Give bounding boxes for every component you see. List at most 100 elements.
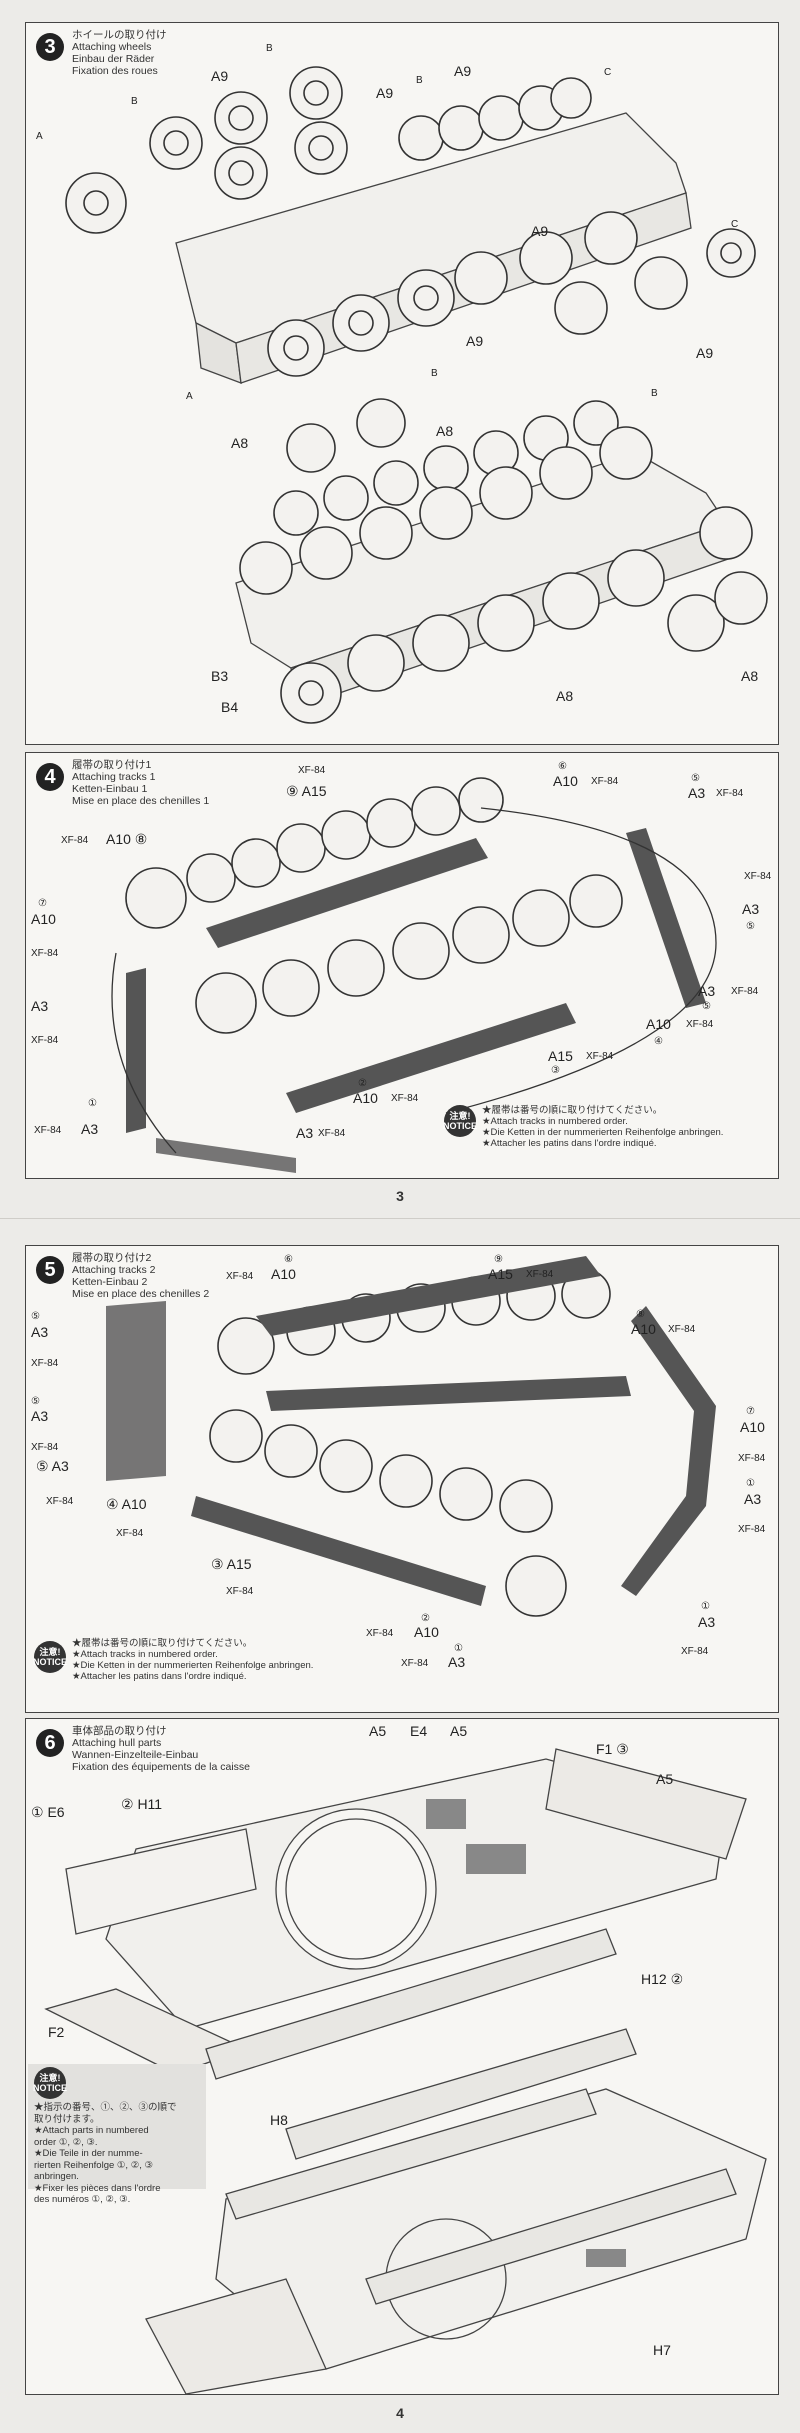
notice-text: ★履帯は番号の順に取り付けてください。 ★Attach tracks in nu… bbox=[72, 1638, 314, 1682]
label-a3: A3 bbox=[31, 1324, 49, 1340]
label-step-num: ⑥ bbox=[284, 1254, 293, 1265]
label-xf84: XF-84 bbox=[716, 788, 744, 799]
label-b: B bbox=[131, 96, 138, 107]
notice-badge: 注意! NOTICE bbox=[33, 1641, 67, 1673]
label-a3: A3 bbox=[742, 901, 760, 917]
label-step-num: ⑥ bbox=[558, 761, 567, 772]
step-title: 履帯の取り付け1 Attaching tracks 1 Ketten-Einba… bbox=[72, 759, 210, 807]
step-title: 車体部品の取り付け Attaching hull parts Wannen-Ei… bbox=[72, 1725, 251, 1773]
step-number: 5 bbox=[36, 1256, 64, 1284]
wheels-assembly-illustration bbox=[65, 66, 768, 724]
label-xf84: XF-84 bbox=[591, 776, 619, 787]
notice-badge: 注意! NOTICE bbox=[443, 1105, 477, 1137]
label-step-num: ② bbox=[421, 1613, 430, 1624]
label-xf84: XF-84 bbox=[31, 1035, 59, 1046]
label-xf84: XF-84 bbox=[46, 1496, 74, 1507]
label-step-num: ⑤ bbox=[746, 921, 755, 932]
label-a9: A9 bbox=[531, 223, 549, 239]
page-divider bbox=[0, 1218, 800, 1219]
label-a3: A3 bbox=[31, 998, 49, 1014]
label-a9: A9 bbox=[454, 63, 472, 79]
label-xf84: XF-84 bbox=[31, 1358, 59, 1369]
step-number: 3 bbox=[36, 33, 64, 61]
label-a3: A3 bbox=[698, 1614, 716, 1630]
label-xf84: XF-84 bbox=[744, 871, 772, 882]
label-step-num: ⑨ bbox=[494, 1254, 503, 1265]
label-f1: F1 ③ bbox=[596, 1741, 629, 1757]
label-a3: A3 bbox=[698, 983, 716, 999]
step-title: ホイールの取り付け Attaching wheels Einbau der Rä… bbox=[72, 29, 167, 77]
label-xf84: XF-84 bbox=[686, 1019, 714, 1030]
step-3-panel: 3 ホイールの取り付け Attaching wheels Einbau der … bbox=[25, 22, 779, 745]
label-b: B bbox=[266, 43, 273, 54]
step-title: 履帯の取り付け2 Attaching tracks 2 Ketten-Einba… bbox=[72, 1252, 210, 1300]
step-number: 6 bbox=[36, 1729, 64, 1757]
label-xf84: XF-84 bbox=[61, 835, 89, 846]
step-number: 4 bbox=[36, 763, 64, 791]
label-step-num: ⑤ bbox=[31, 1311, 40, 1322]
label-b3: B3 bbox=[211, 668, 229, 684]
label-f2: F2 bbox=[48, 2024, 65, 2040]
label-a9: A9 bbox=[696, 345, 714, 361]
tracks-2-illustration bbox=[106, 1256, 716, 1617]
label-a9: A9 bbox=[466, 333, 484, 349]
label-a15: ③ A15 bbox=[211, 1556, 252, 1572]
label-step-num: ① bbox=[454, 1643, 463, 1654]
label-step-num: ① bbox=[746, 1478, 755, 1489]
page-number: 4 bbox=[396, 2405, 404, 2421]
label-e4: E4 bbox=[410, 1723, 428, 1739]
label-xf84: XF-84 bbox=[366, 1628, 394, 1639]
label-xf84: XF-84 bbox=[681, 1646, 709, 1657]
label-xf84: XF-84 bbox=[526, 1269, 554, 1280]
label-c: C bbox=[604, 67, 612, 78]
label-b: B bbox=[651, 388, 658, 399]
label-a10: A10 bbox=[631, 1321, 656, 1337]
label-a10: A10 bbox=[553, 773, 578, 789]
label-step-num: ③ bbox=[551, 1065, 560, 1076]
label-a8: A8 bbox=[436, 423, 454, 439]
label-a9: A9 bbox=[211, 68, 229, 84]
label-xf84: XF-84 bbox=[31, 1442, 59, 1453]
label-a3: A3 bbox=[688, 785, 706, 801]
label-xf84: XF-84 bbox=[738, 1453, 766, 1464]
label-a15: A15 bbox=[548, 1048, 573, 1064]
step-5-panel: 5 履帯の取り付け2 Attaching tracks 2 Ketten-Ein… bbox=[25, 1245, 779, 1713]
hull-parts-illustration bbox=[44, 1748, 767, 2394]
label-step-num: ② bbox=[358, 1078, 367, 1089]
label-xf84: XF-84 bbox=[401, 1658, 429, 1669]
label-a9: A9 bbox=[376, 85, 394, 101]
label-xf84: XF-84 bbox=[318, 1128, 346, 1139]
label-step-num: ⑧ bbox=[636, 1309, 645, 1320]
label-a10: A10 bbox=[353, 1090, 378, 1106]
label-xf84: XF-84 bbox=[738, 1524, 766, 1535]
label-xf84: XF-84 bbox=[668, 1324, 696, 1335]
label-a15: ⑨ A15 bbox=[286, 783, 327, 799]
label-step-num: ① bbox=[88, 1098, 97, 1109]
label-xf84: XF-84 bbox=[226, 1271, 254, 1282]
notice-text: ★履帯は番号の順に取り付けてください。 ★Attach tracks in nu… bbox=[482, 1105, 724, 1149]
label-h11: ② H11 bbox=[121, 1796, 163, 1812]
label-a10: A10 bbox=[740, 1419, 765, 1435]
notice-text: ★指示の番号、①、②、③の順で 取り付けます。 ★Attach parts in… bbox=[34, 2102, 177, 2205]
label-step-num: ⑦ bbox=[38, 898, 47, 909]
label-xf84: XF-84 bbox=[31, 948, 59, 959]
label-b4: B4 bbox=[221, 699, 239, 715]
label-h8: H8 bbox=[270, 2112, 288, 2128]
label-c: C bbox=[731, 219, 739, 230]
label-step-num: ⑤ bbox=[691, 773, 700, 784]
notice-box: 注意! NOTICE ★指示の番号、①、②、③の順で 取り付けます。 ★Atta… bbox=[28, 2064, 206, 2205]
label-xf84: XF-84 bbox=[34, 1125, 62, 1136]
label-a3: A3 bbox=[296, 1125, 314, 1141]
label-a5: A5 bbox=[369, 1723, 387, 1739]
label-step-num: ⑦ bbox=[746, 1406, 755, 1417]
label-xf84: XF-84 bbox=[298, 765, 326, 776]
label-a3: A3 bbox=[31, 1408, 49, 1424]
label-xf84: XF-84 bbox=[391, 1093, 419, 1104]
page-number: 3 bbox=[396, 1188, 404, 1204]
label-step-num: ⑤ bbox=[702, 1001, 711, 1012]
label-xf84: XF-84 bbox=[116, 1528, 144, 1539]
label-a3: A3 bbox=[81, 1121, 99, 1137]
label-a: A bbox=[36, 131, 43, 142]
label-a10: A10 bbox=[646, 1016, 671, 1032]
step-6-panel: 6 車体部品の取り付け Attaching hull parts Wannen-… bbox=[25, 1718, 779, 2395]
